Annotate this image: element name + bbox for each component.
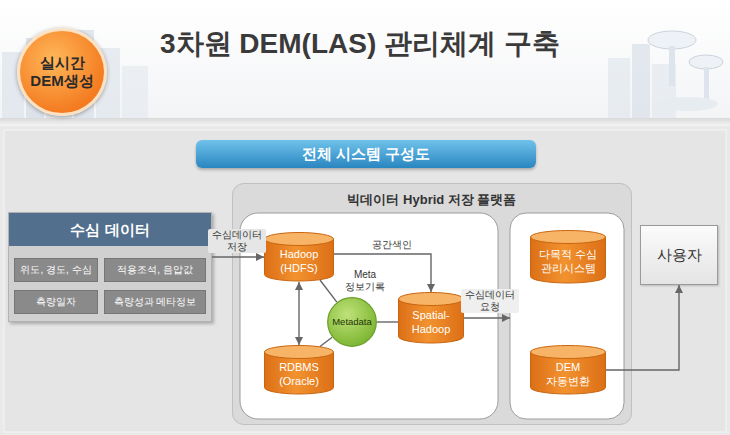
node-text: Spatial-Hadoop [403, 309, 459, 335]
system-cylinder: 다목적 수심 관리시스템 [530, 230, 606, 284]
dish [689, 55, 723, 69]
cylinder-top [531, 231, 606, 244]
connector [320, 337, 332, 346]
node-text: 측량성과 메타정보 [114, 296, 197, 308]
text-holder: 전체 시스템 구성도 [196, 140, 536, 168]
text-holder: 사용자 [641, 226, 717, 284]
node-text: 위도, 경도, 수심 [20, 264, 91, 276]
building [632, 44, 650, 118]
content-frame [4, 130, 726, 432]
metadata-circle: Metadata [327, 297, 377, 347]
edge-label-holder: 수심데이터 저장 [208, 229, 266, 253]
badge-circle: 실시간 DEM생성 [17, 28, 107, 116]
storage-group-box [240, 213, 498, 419]
request-arrow [464, 317, 510, 318]
system-cylinder: DEM 자동변환 [530, 345, 606, 395]
text-holder: 다목적 수심 관리시스템 [530, 244, 606, 279]
user-box: 사용자 [640, 225, 718, 285]
header-ground [0, 0, 730, 120]
connector [334, 254, 431, 292]
dish-stem [669, 46, 675, 86]
text-holder: DEM 자동변환 [530, 359, 606, 390]
data-field-box: 측량일자 [14, 290, 98, 314]
data-field-box: 위도, 경도, 수심 [14, 258, 98, 282]
node-text: 적용조석, 음압값 [117, 264, 193, 276]
page-title: 3차원 DEM(LAS) 관리체계 구축 [160, 27, 560, 61]
node-text: Metadata [332, 316, 372, 327]
text-holder: 측량일자 [15, 291, 97, 313]
building [608, 58, 630, 118]
building [122, 66, 148, 118]
node-text: 수심 데이터 [70, 221, 149, 239]
dish-stem [704, 67, 709, 101]
cylinder-top [265, 233, 334, 246]
title-holder: 3차원 DEM(LAS) 관리체계 구축 [160, 27, 560, 61]
text-holder: Hadoop (HDFS) [264, 246, 334, 277]
edge-label-holder: 공간색인 [370, 239, 414, 251]
node-text: RDBMS (Oracle) [270, 361, 328, 387]
data-field-box: 측량성과 메타정보 [104, 290, 206, 314]
source-panel: 수심 데이터위도, 경도, 수심 적용조석, 음압값측량일자 측량성과 메타정보 [8, 212, 212, 322]
text-holder: 수심 데이터 [9, 213, 211, 246]
node-text: Hadoop (HDFS) [270, 248, 328, 274]
text-holder: 측량성과 메타정보 [105, 291, 205, 313]
content-ground [0, 126, 730, 435]
text-holder: 빅데이터 Hybrid 저장 플랫폼 [233, 190, 631, 210]
node-text: DEM 자동변환 [535, 361, 601, 387]
satellite-dishes [648, 31, 723, 111]
platform-ground [232, 183, 632, 425]
text-holder: RDBMS (Oracle) [264, 359, 334, 390]
header-band [0, 118, 730, 126]
database-cylinder: RDBMS (Oracle) [264, 345, 334, 395]
node-text: 빅데이터 Hybrid 저장 플랫폼 [347, 192, 516, 208]
text-holder: 위도, 경도, 수심 [15, 259, 97, 281]
cylinder-top [399, 293, 464, 306]
node-text: 다목적 수심 관리시스템 [535, 248, 601, 274]
dish-base [658, 97, 718, 111]
database-cylinder: Hadoop (HDFS) [264, 232, 334, 282]
edge-label: 공간색인 [370, 239, 414, 251]
node-text: 전체 시스템 구성도 [302, 145, 430, 163]
text-holder: 적용조석, 음압값 [105, 259, 205, 281]
text-holder: Metadata [327, 297, 377, 347]
circle-fill [328, 298, 377, 347]
node-text: 사용자 [657, 246, 702, 264]
text-holder: Spatial-Hadoop [398, 306, 464, 339]
section-bar: 전체 시스템 구성도 [196, 140, 536, 168]
database-cylinder: Spatial-Hadoop [398, 292, 464, 344]
edge-label: 수심데이터 저장 [208, 229, 266, 253]
cylinder-top [531, 346, 606, 359]
connector [377, 321, 398, 322]
connector [212, 256, 264, 257]
service-group-box [510, 213, 624, 419]
node-text: 실시간 DEM생성 [26, 54, 98, 90]
edge-label-holder: Meta 정보기록 [340, 269, 390, 293]
flow-label: 수심데이터 요청 [461, 289, 519, 313]
platform-panel: 빅데이터 Hybrid 저장 플랫폼 Hadoop (HDFS) Metadata S… [232, 183, 632, 425]
cylinder-top [265, 346, 334, 359]
edge-label: Meta 정보기록 [340, 269, 390, 293]
data-field-box: 적용조석, 음압값 [104, 258, 206, 282]
connector [298, 282, 299, 345]
free-label-holder: 수심데이터 요청 [461, 289, 519, 313]
connector [606, 285, 679, 370]
connector [320, 280, 337, 302]
node-text: 측량일자 [36, 296, 76, 308]
text-holder: 실시간 DEM생성 [20, 31, 104, 113]
